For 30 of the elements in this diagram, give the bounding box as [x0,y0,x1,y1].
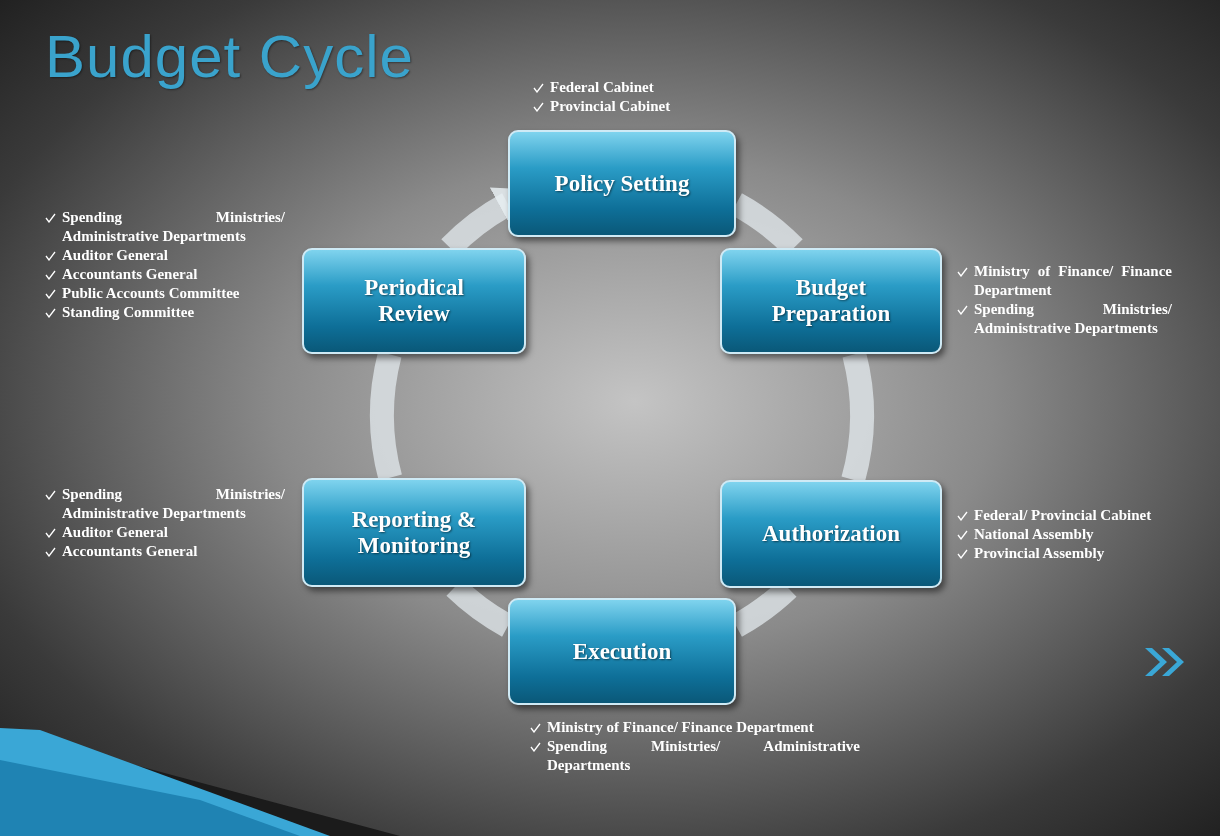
list-item: Federal/ Provincial Cabinet [974,506,1153,525]
process-box [508,130,736,237]
list-item: Spending Ministries/ Administrative Departments [62,485,285,523]
process-box [720,248,942,354]
list-item: Auditor General [62,523,169,542]
box-label: Policy Setting [554,170,690,197]
box-label: Budget Preparation [770,275,892,327]
box-label: Execution [572,638,672,665]
list-item: Federal Cabinet [550,78,655,97]
process-box [302,248,526,354]
list-item: Spending Ministries/ Administrative Departments [62,208,285,246]
box-label: Reporting & Monitoring [350,506,478,559]
list-item: National Assembly [974,525,1095,544]
list-item: Standing Committee [62,303,196,322]
list-item: Spending Ministries/ Administrative Departments [974,300,1172,338]
list-item: Accountants General [62,265,199,284]
list-item: Public Accounts Committee [62,284,241,303]
list-item: Ministry of Finance/ Finance Department [547,718,815,737]
list-item: Spending Ministries/ Administrative Departments [547,737,860,775]
list-item: Accountants General [62,542,199,561]
process-box [720,480,942,588]
list-item: Ministry of Finance/ Finance Department [974,262,1172,300]
box-label: Authorization [762,521,900,547]
process-box [302,478,526,587]
list-item: Provincial Assembly [974,544,1106,563]
list-item: Provincial Cabinet [550,97,672,116]
title: Budget Cycle [45,22,414,91]
list-item: Auditor General [62,246,169,265]
box-label: Periodical Review [363,275,465,327]
process-box [508,598,736,705]
